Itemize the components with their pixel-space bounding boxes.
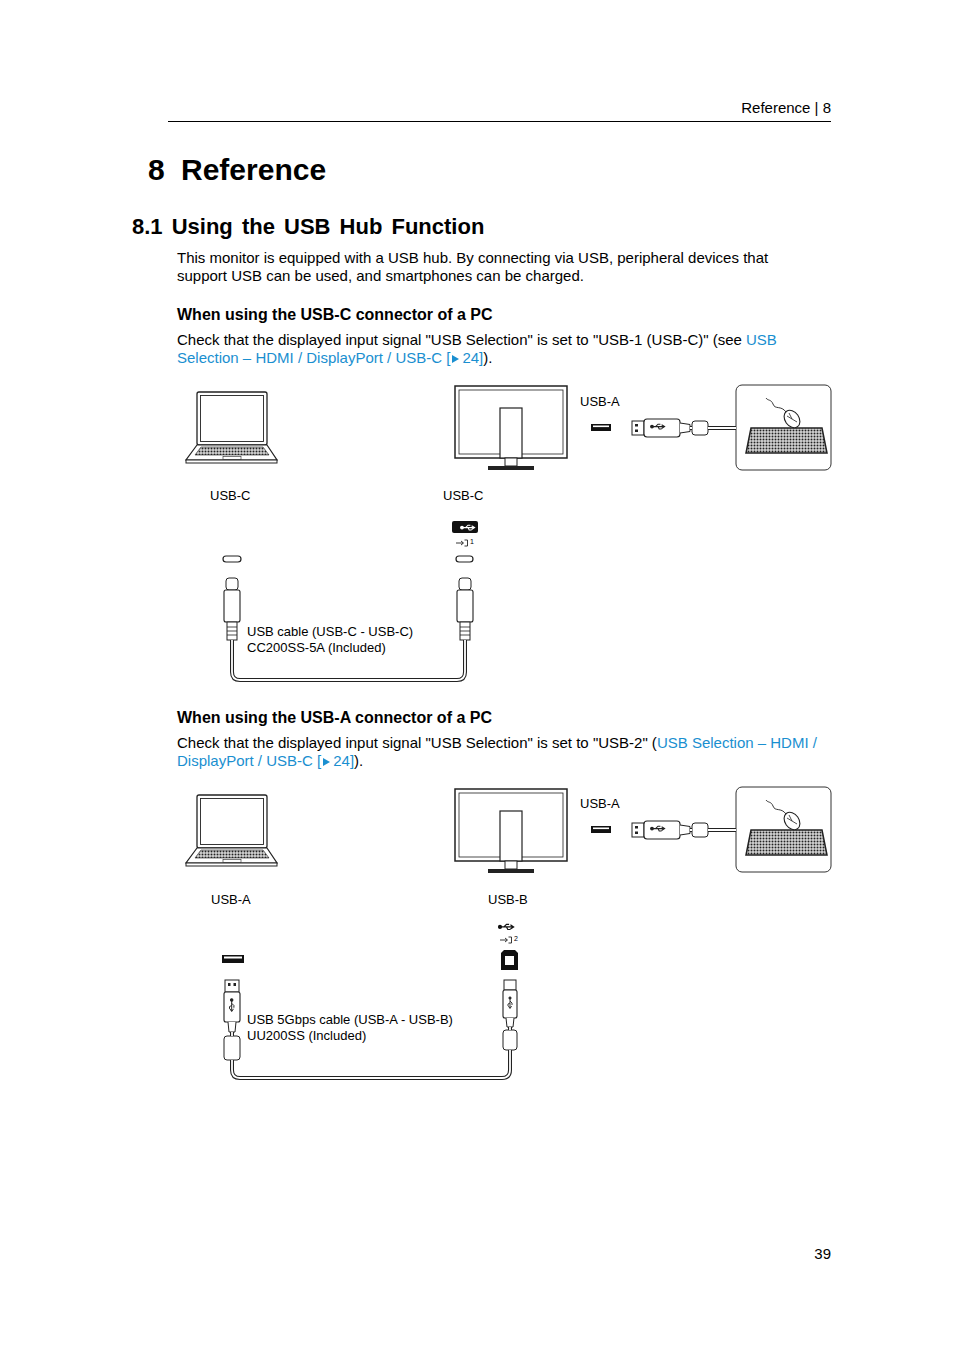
port-label: USB-C: [443, 488, 483, 504]
input-number: 2: [514, 935, 518, 943]
page-reference: 24]: [462, 349, 483, 366]
port-label: USB-B: [488, 892, 528, 908]
link-arrow: [452, 354, 459, 364]
body-text: This monitor is equipped with a USB hub.…: [177, 249, 822, 285]
body-text: Check that the displayed input signal "U…: [177, 331, 742, 348]
input-number: 1: [470, 538, 474, 546]
port-label: USB-C: [210, 488, 250, 504]
section-heading: 8.1 Using the USB Hub Function: [132, 213, 484, 240]
port-label: USB-A: [580, 394, 620, 410]
link-arrow: [323, 757, 330, 767]
body-text: ).: [354, 752, 363, 769]
paragraph: Check that the displayed input signal "U…: [177, 331, 822, 367]
page-number: 39: [814, 1245, 831, 1263]
body-text: Check that the displayed input signal "U…: [177, 734, 657, 751]
cable-label: USB cable (USB-C - USB-C) CC200SS-5A (In…: [247, 624, 447, 656]
paragraph: Check that the displayed input signal "U…: [177, 734, 822, 770]
running-header: Reference | 8: [741, 99, 831, 117]
diagram-usb-a: [186, 787, 831, 1078]
port-label: USB-A: [211, 892, 251, 908]
sub-heading: When using the USB-C connector of a PC: [177, 305, 493, 324]
body-text: ).: [483, 349, 492, 366]
diagram-usb-c: [186, 385, 831, 680]
cable-label: USB 5Gbps cable (USB-A - USB-B) UU200SS …: [247, 1012, 482, 1044]
chapter-title: 8 Reference: [148, 152, 326, 188]
port-label: USB-A: [580, 796, 620, 812]
header-rule: [168, 121, 831, 122]
page-reference: 24]: [333, 752, 354, 769]
sub-heading: When using the USB-A connector of a PC: [177, 708, 492, 727]
